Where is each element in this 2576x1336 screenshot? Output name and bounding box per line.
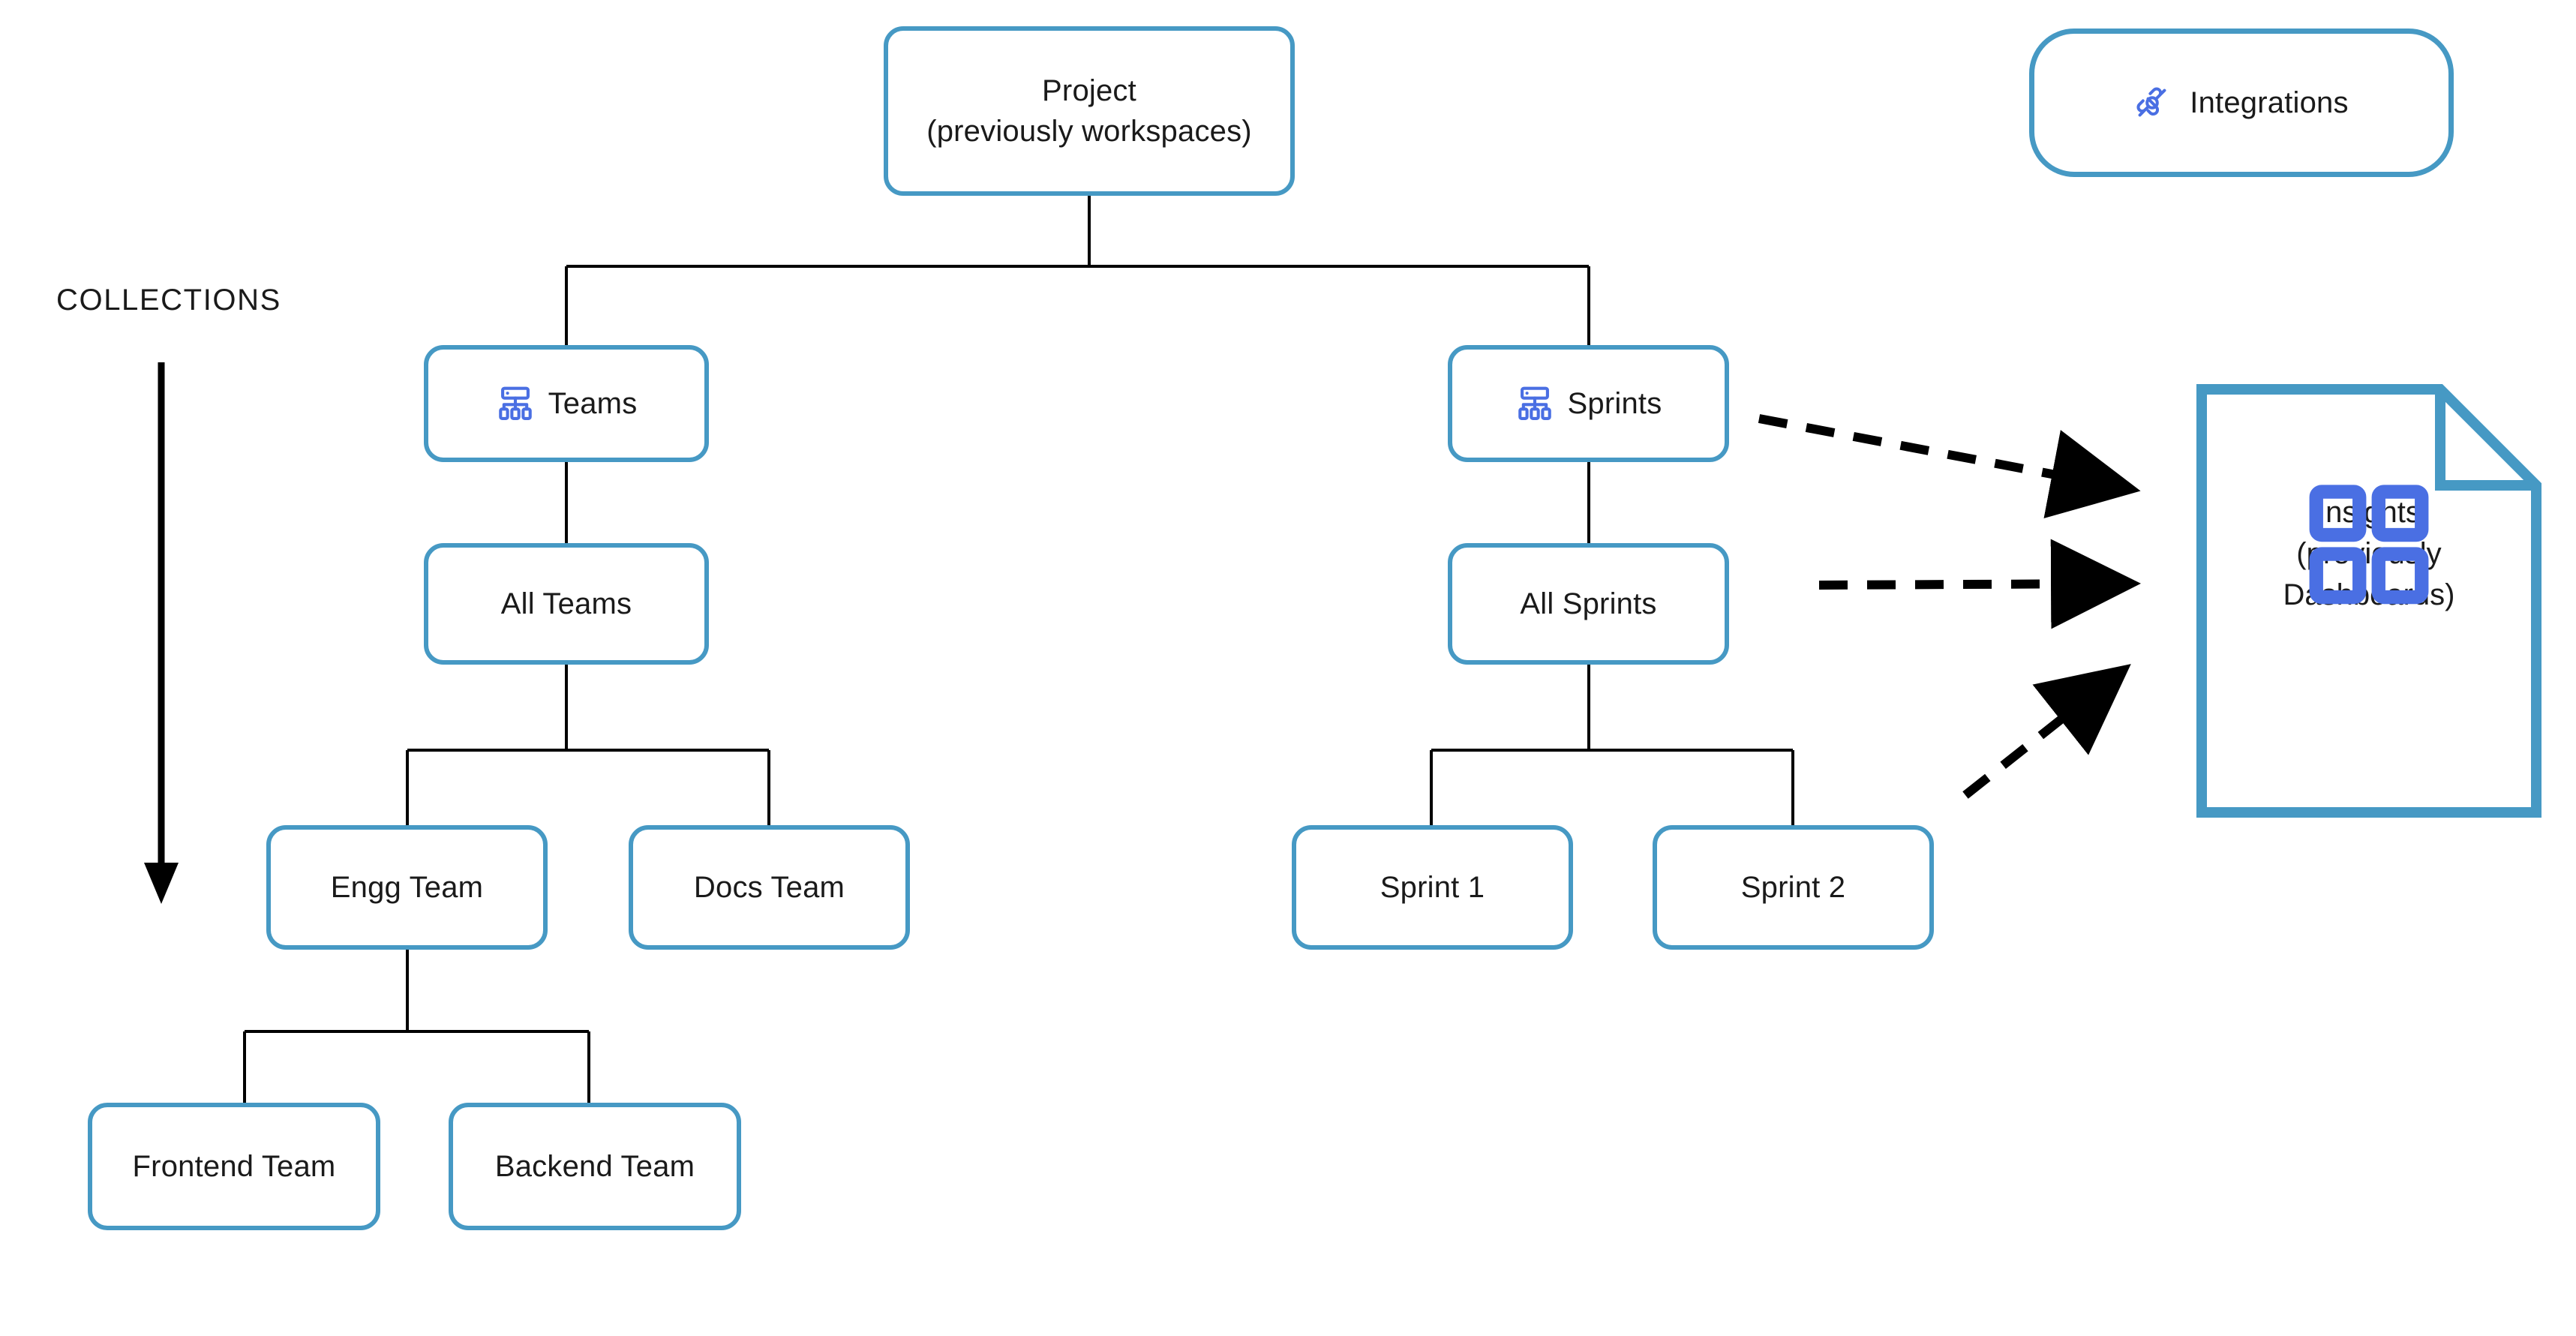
node-docs-team-label: Docs Team	[693, 871, 845, 904]
node-sprint-2[interactable]: Sprint 2	[1653, 825, 1934, 950]
node-sprint-1-label: Sprint 1	[1380, 871, 1485, 904]
collections-label: COLLECTIONS	[56, 284, 281, 317]
node-teams[interactable]: Teams	[424, 345, 709, 462]
node-backend-team[interactable]: Backend Team	[449, 1103, 741, 1230]
node-sprint-1[interactable]: Sprint 1	[1292, 825, 1573, 950]
edge-allsprints-insights-dashed	[1818, 539, 2141, 629]
org-chart-icon	[496, 384, 535, 423]
edge-allteams-children	[406, 665, 770, 825]
node-project-label: Project (previously workspaces)	[926, 74, 1252, 148]
node-engg-team[interactable]: Engg Team	[266, 825, 548, 950]
edge-project-children	[565, 195, 1590, 345]
node-project[interactable]: Project (previously workspaces)	[884, 26, 1295, 196]
org-chart-icon	[1515, 384, 1554, 423]
node-integrations[interactable]: Integrations	[2029, 29, 2454, 177]
edge-sprintchildren-insights-dashed	[1962, 664, 2131, 799]
node-sprints[interactable]: Sprints	[1448, 345, 1729, 462]
node-all-teams[interactable]: All Teams	[424, 543, 709, 665]
node-all-sprints-label: All Sprints	[1520, 587, 1657, 620]
document-shape	[2196, 384, 2541, 818]
node-engg-team-label: Engg Team	[330, 871, 484, 904]
node-teams-label: Teams	[548, 387, 638, 420]
node-frontend-team[interactable]: Frontend Team	[88, 1103, 380, 1230]
node-integrations-label: Integrations	[2190, 86, 2349, 119]
node-all-teams-label: All Teams	[500, 587, 632, 620]
node-docs-team[interactable]: Docs Team	[629, 825, 910, 950]
edge-enggteam-children	[243, 950, 590, 1103]
node-frontend-team-label: Frontend Team	[132, 1150, 336, 1183]
collections-arrow-head	[144, 863, 179, 904]
node-insights[interactable]: Insights (previously Dashboards)	[2196, 384, 2541, 818]
node-backend-team-label: Backend Team	[494, 1150, 695, 1183]
edge-sprints-insights-dashed	[1758, 414, 2141, 519]
node-all-sprints[interactable]: All Sprints	[1448, 543, 1729, 665]
node-sprints-label: Sprints	[1567, 387, 1662, 420]
plug-connector-icon	[2134, 85, 2170, 121]
node-sprint-2-label: Sprint 2	[1740, 871, 1846, 904]
edge-allsprints-children	[1430, 665, 1794, 825]
